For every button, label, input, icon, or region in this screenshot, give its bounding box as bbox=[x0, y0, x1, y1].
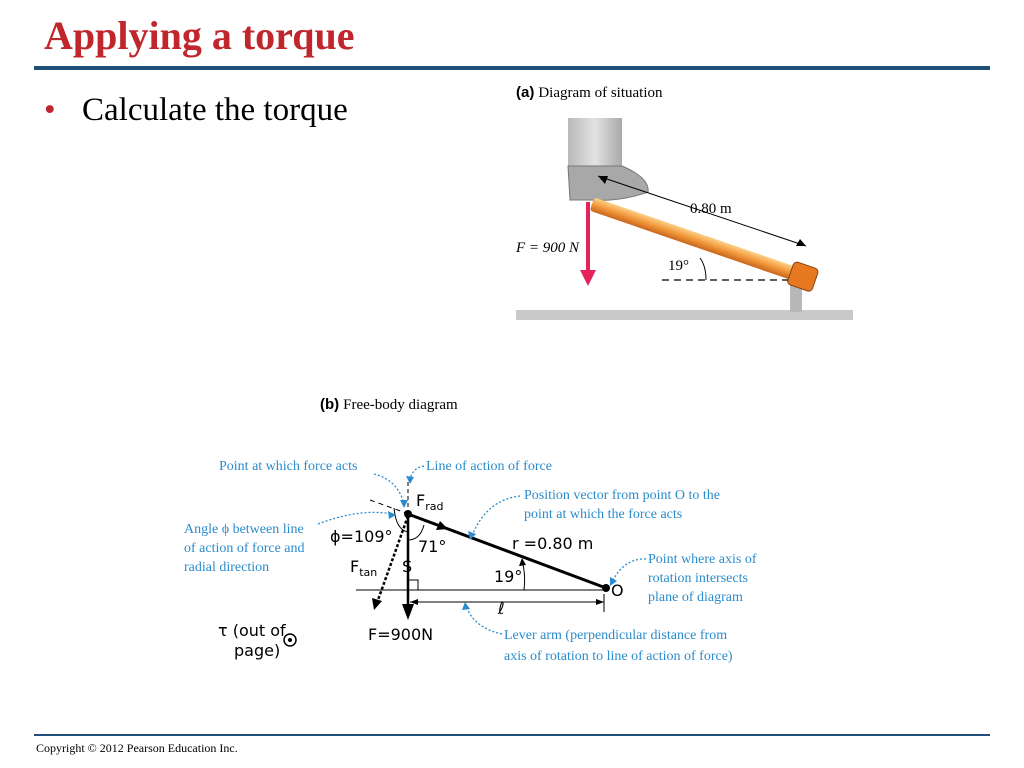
annotation-axis-3: plane of diagram bbox=[648, 590, 743, 605]
annotation-position-vector-1: Position vector from point O to the bbox=[524, 488, 720, 503]
copyright-footer: Copyright © 2012 Pearson Education Inc. bbox=[36, 741, 238, 755]
wrench-jaw bbox=[787, 261, 819, 292]
leg bbox=[568, 118, 622, 166]
angle-label: 19° bbox=[668, 258, 689, 274]
annotation-angle-phi-3: radial direction bbox=[184, 560, 269, 575]
f-rad-label: Frad bbox=[416, 491, 443, 513]
torque-label-2: page) bbox=[234, 641, 280, 660]
annotation-axis-1: Point where axis of bbox=[648, 552, 757, 567]
floor bbox=[516, 310, 853, 320]
annotation-axis-2: rotation intersects bbox=[648, 571, 748, 586]
phi-arc bbox=[393, 507, 409, 533]
radial-component bbox=[409, 513, 441, 528]
diagram-a-caption: (a)Diagram of situation bbox=[516, 84, 663, 101]
torque-label-1: τ (out of bbox=[218, 621, 286, 640]
annotation-angle-phi-2: of action of force and bbox=[184, 541, 305, 556]
dimension-line bbox=[597, 175, 807, 247]
axis-point bbox=[602, 584, 610, 592]
s-mark: S bbox=[402, 557, 412, 576]
phi-value: ϕ=109° bbox=[330, 527, 393, 546]
bullet-text: Calculate the torque bbox=[82, 92, 348, 128]
leader-lever-arm bbox=[465, 605, 503, 635]
force-label: F = 900 N bbox=[515, 240, 580, 256]
pipe bbox=[590, 198, 802, 282]
force-value-label: F=900N bbox=[368, 625, 433, 644]
title-rule bbox=[34, 66, 990, 70]
annotation-angle-phi-1: Angle ϕ between line bbox=[184, 522, 304, 537]
r-label: r =0.80 m bbox=[512, 534, 593, 553]
diagram-b-caption: (b)Free-body diagram bbox=[320, 396, 458, 413]
leader-line-of-action bbox=[409, 465, 425, 481]
length-label: 0.80 m bbox=[690, 201, 732, 217]
annotation-point-force: Point at which force acts bbox=[219, 459, 357, 474]
annotation-lever-arm-1: Lever arm (perpendicular distance from bbox=[504, 628, 727, 643]
angle-19-label: 19° bbox=[494, 567, 522, 586]
bullet-dot: • bbox=[44, 92, 56, 128]
slide-title: Applying a torque bbox=[44, 13, 355, 58]
angle-71-arc bbox=[407, 524, 425, 541]
leader-axis bbox=[611, 558, 647, 583]
point-o-label: O bbox=[611, 581, 624, 600]
angle-71-label: 71° bbox=[418, 537, 446, 556]
lever-symbol: ℓ bbox=[497, 599, 505, 618]
annotation-line-of-action: Line of action of force bbox=[426, 459, 552, 474]
diagram-a-illustration: 0.80 m F = 900 N 19° bbox=[515, 118, 853, 320]
leader-position-vector bbox=[471, 495, 521, 537]
annotation-position-vector-2: point at which the force acts bbox=[524, 507, 682, 522]
f-tan-label: Ftan bbox=[350, 557, 377, 579]
annotation-lever-arm-2: axis of rotation to line of action of fo… bbox=[504, 649, 733, 664]
angle-arc bbox=[699, 257, 707, 281]
leader-angle-phi bbox=[317, 511, 393, 525]
bullet-item: • Calculate the torque bbox=[44, 88, 348, 132]
footer-rule bbox=[34, 734, 990, 736]
out-of-page-symbol bbox=[283, 633, 297, 647]
force-arrowhead bbox=[580, 270, 596, 286]
leader-point-force bbox=[373, 473, 405, 505]
